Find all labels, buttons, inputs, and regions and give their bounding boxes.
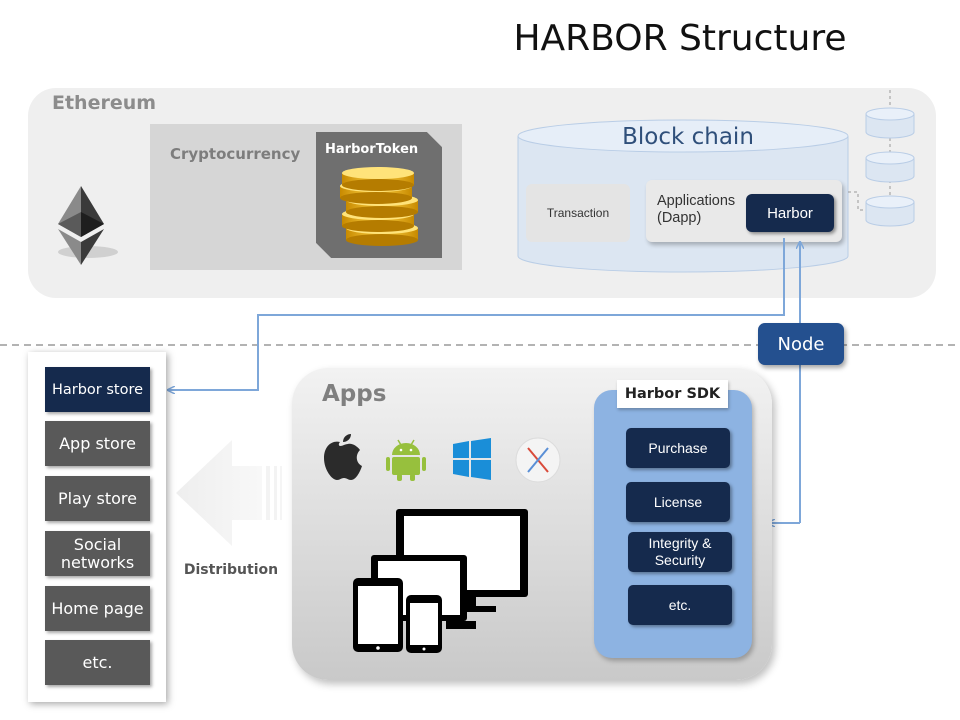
harbor-dapp-chip[interactable]: Harbor	[746, 194, 834, 232]
harbor-sdk-title: Harbor SDK	[617, 380, 728, 408]
apps-title: Apps	[322, 381, 387, 407]
sdk-item-license[interactable]: License	[626, 482, 730, 522]
store-harbor-store[interactable]: Harbor store	[45, 367, 150, 412]
sdk-item-etc[interactable]: etc.	[628, 585, 732, 625]
store-home-page[interactable]: Home page	[45, 586, 150, 631]
harbor-token-label: HarborToken	[325, 142, 419, 157]
node-button[interactable]: Node	[758, 323, 844, 365]
blockchain-label: Block chain	[622, 124, 754, 150]
store-play-store[interactable]: Play store	[45, 476, 150, 521]
sdk-item-purchase[interactable]: Purchase	[626, 428, 730, 468]
store-etc[interactable]: etc.	[45, 640, 150, 685]
diagram-title: HARBOR Structure	[513, 18, 847, 59]
cryptocurrency-label: Cryptocurrency	[170, 145, 301, 163]
store-app-store[interactable]: App store	[45, 421, 150, 466]
ethereum-label: Ethereum	[52, 92, 157, 114]
applications-dapp-label: Applications (Dapp)	[657, 193, 736, 226]
sdk-item-integrity-security[interactable]: Integrity & Security	[628, 532, 732, 572]
store-social-networks[interactable]: Social networks	[45, 531, 150, 576]
distribution-label: Distribution	[183, 562, 279, 578]
transaction-box: Transaction	[526, 184, 630, 242]
